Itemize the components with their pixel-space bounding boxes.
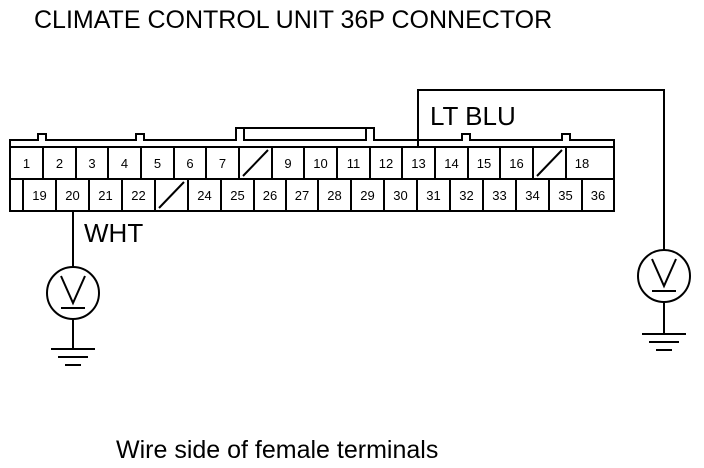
terminal-28: 28	[327, 188, 341, 203]
blocked-cavity	[242, 149, 269, 177]
terminal-25: 25	[230, 188, 244, 203]
wire-color-label-right: LT BLU	[430, 101, 516, 131]
terminal-6: 6	[186, 156, 193, 171]
terminal-22: 22	[131, 188, 145, 203]
diagram-title: CLIMATE CONTROL UNIT 36P CONNECTOR	[34, 6, 552, 34]
terminal-9: 9	[284, 156, 291, 171]
ground-icon	[642, 333, 686, 351]
terminal-3: 3	[88, 156, 95, 171]
terminal-18: 18	[575, 156, 589, 171]
connector-outline	[9, 127, 615, 212]
blocked-cavity	[158, 181, 185, 209]
terminal-4: 4	[121, 156, 128, 171]
terminal-35: 35	[558, 188, 572, 203]
terminal-20: 20	[65, 188, 79, 203]
terminal-13: 13	[411, 156, 425, 171]
terminal-36: 36	[591, 188, 605, 203]
voltmeter-icon	[46, 266, 100, 320]
terminal-24: 24	[197, 188, 211, 203]
right-probe	[417, 89, 691, 351]
terminal-32: 32	[459, 188, 473, 203]
blocked-cavity	[536, 149, 563, 177]
terminal-5: 5	[154, 156, 161, 171]
terminal-34: 34	[525, 188, 539, 203]
terminal-33: 33	[492, 188, 506, 203]
terminal-29: 29	[360, 188, 374, 203]
terminal-31: 31	[426, 188, 440, 203]
terminal-7: 7	[219, 156, 226, 171]
terminal-30: 30	[393, 188, 407, 203]
diagram-caption: Wire side of female terminals	[116, 436, 438, 464]
terminal-15: 15	[477, 156, 491, 171]
ground-icon	[51, 348, 95, 366]
right-probe-wire	[417, 89, 665, 250]
terminal-16: 16	[509, 156, 523, 171]
voltmeter-icon	[637, 249, 691, 303]
terminal-1: 1	[23, 156, 30, 171]
wire-color-label-left: WHT	[84, 218, 143, 248]
left-probe	[46, 211, 100, 366]
terminal-14: 14	[444, 156, 458, 171]
terminal-21: 21	[98, 188, 112, 203]
terminal-12: 12	[379, 156, 393, 171]
terminal-19: 19	[32, 188, 46, 203]
terminal-10: 10	[313, 156, 327, 171]
terminal-26: 26	[263, 188, 277, 203]
terminal-27: 27	[295, 188, 309, 203]
terminal-11: 11	[347, 156, 361, 171]
terminal-2: 2	[56, 156, 63, 171]
